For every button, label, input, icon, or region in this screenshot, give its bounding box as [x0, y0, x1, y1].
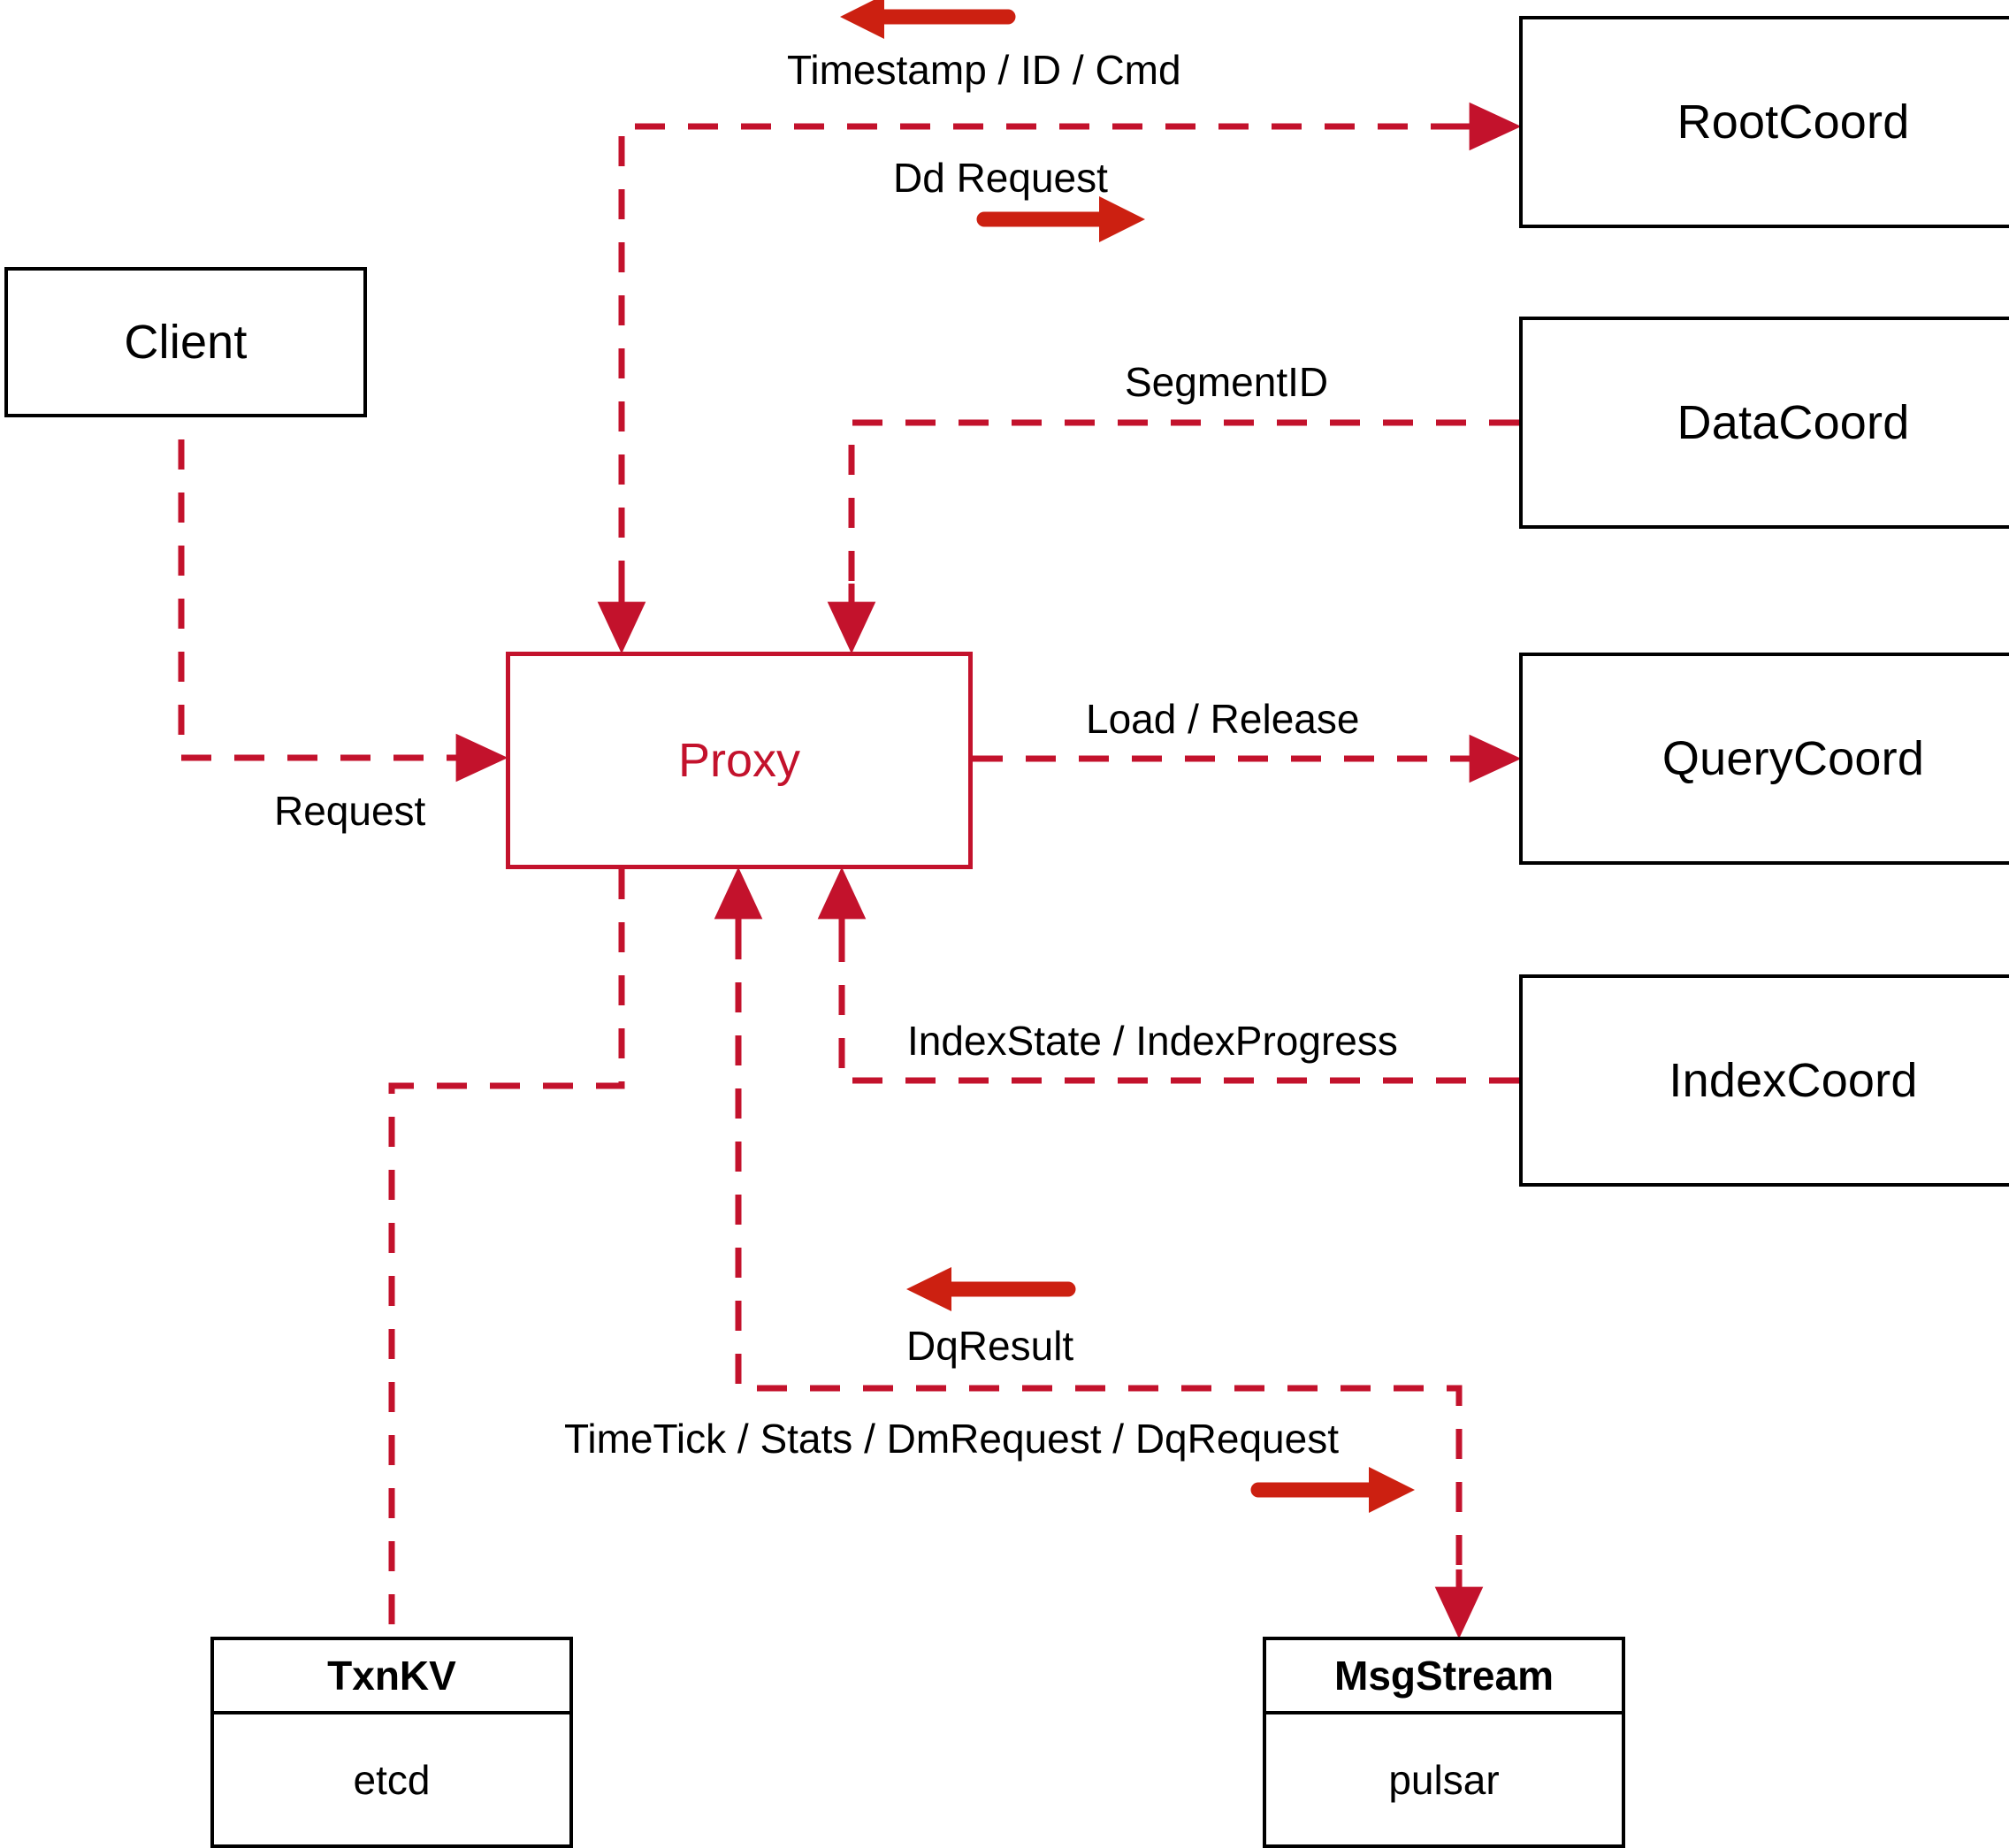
edge-indexcoord-to-proxy	[838, 876, 1519, 1084]
direction-arrow-dqresult-icon	[906, 1267, 1076, 1311]
node-querycoord-label: QueryCoord	[1661, 732, 1925, 785]
node-msgstream-header: MsgStream	[1266, 1640, 1622, 1714]
node-datacoord-label: DataCoord	[1677, 396, 1910, 449]
edge-label-timetick-stats: TimeTick / Stats / DmRequest / DqRequest	[564, 1416, 1339, 1462]
direction-arrow-timestamp-icon	[840, 0, 1016, 39]
edge-label-dq-result: DqResult	[906, 1323, 1074, 1369]
node-client[interactable]: Client	[4, 267, 367, 417]
edge-label-timestamp-id-cmd: Timestamp / ID / Cmd	[787, 47, 1181, 93]
node-client-label: Client	[124, 316, 248, 369]
node-txnkv-body: etcd	[353, 1756, 431, 1803]
edge-label-load-release: Load / Release	[1086, 696, 1360, 742]
node-proxy-label: Proxy	[677, 734, 801, 787]
node-datacoord[interactable]: DataCoord	[1519, 317, 2009, 529]
node-indexcoord[interactable]: IndexCoord	[1519, 974, 2009, 1187]
edge-proxy-to-txnkv	[388, 869, 625, 1637]
node-msgstream-body: pulsar	[1388, 1756, 1500, 1803]
direction-arrow-dd-request-icon	[976, 196, 1145, 242]
edge-label-request: Request	[274, 788, 426, 834]
node-msgstream[interactable]: MsgStream pulsar	[1263, 1637, 1625, 1848]
edge-client-to-proxy	[178, 386, 508, 783]
edge-datacoord-to-proxy	[848, 419, 1519, 645]
node-rootcoord[interactable]: RootCoord	[1519, 16, 2009, 228]
edge-label-segmentid: SegmentID	[1125, 359, 1329, 405]
direction-arrow-timetick-icon	[1250, 1467, 1415, 1513]
edge-proxy-to-rootcoord	[618, 123, 1514, 645]
edge-proxy-to-msgstream	[735, 876, 1463, 1627]
node-txnkv[interactable]: TxnKV etcd	[210, 1637, 573, 1848]
node-txnkv-header: TxnKV	[214, 1640, 569, 1714]
edge-label-index-state: IndexState / IndexProgress	[907, 1018, 1398, 1064]
edge-label-dd-request: Dd Request	[893, 155, 1108, 201]
node-indexcoord-label: IndexCoord	[1669, 1054, 1918, 1107]
node-querycoord[interactable]: QueryCoord	[1519, 653, 2009, 865]
node-proxy[interactable]: Proxy	[506, 652, 973, 869]
node-rootcoord-label: RootCoord	[1677, 95, 1910, 149]
